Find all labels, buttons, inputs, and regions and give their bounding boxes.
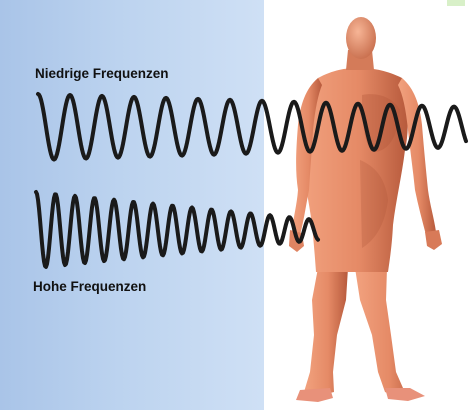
- high-frequencies-label: Hohe Frequenzen: [33, 279, 146, 294]
- right-leg: [355, 268, 418, 397]
- high-frequency-wave: [36, 192, 318, 267]
- left-leg: [304, 268, 348, 396]
- right-hand: [425, 230, 442, 250]
- head: [346, 17, 376, 59]
- low-frequencies-label: Niedrige Frequenzen: [35, 66, 169, 81]
- left-foot: [296, 388, 333, 402]
- human-body-figure: [289, 17, 442, 402]
- right-foot: [385, 388, 425, 401]
